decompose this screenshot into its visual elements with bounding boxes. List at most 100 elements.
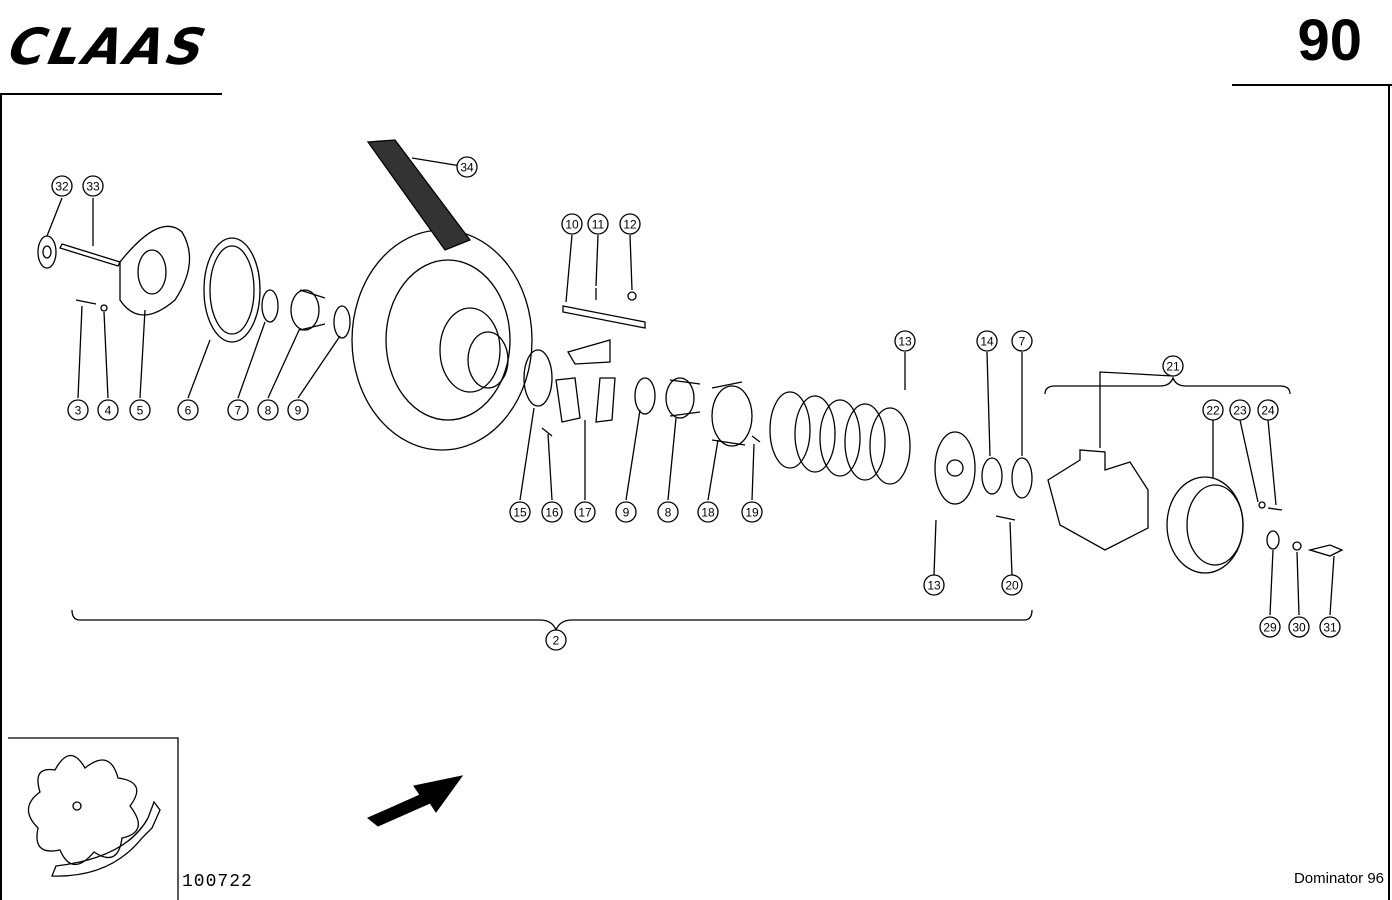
- callout-circle: [1202, 399, 1224, 421]
- callout-label: 13: [898, 335, 912, 349]
- callout-circle: [976, 330, 998, 352]
- callout-8: 8: [657, 501, 679, 523]
- part-24-screw: [1267, 507, 1283, 511]
- callout-12: 12: [619, 213, 641, 235]
- part-32-washer: [37, 235, 57, 269]
- callout-circle: [1319, 616, 1341, 638]
- callout-22: 22: [1202, 399, 1224, 421]
- callout-circle: [619, 213, 641, 235]
- part-7-oring-rear: [1011, 457, 1033, 499]
- callout-18: 18: [697, 501, 719, 523]
- callout-label: 9: [623, 506, 630, 520]
- callout-32: 32: [51, 175, 73, 197]
- callout-24: 24: [1257, 399, 1279, 421]
- callout-label: 8: [665, 506, 672, 520]
- callout-17: 17: [574, 501, 596, 523]
- callout-label: 20: [1005, 579, 1019, 593]
- callout-21: 21: [1162, 355, 1184, 377]
- callout-circle: [227, 399, 249, 421]
- callout-label: 34: [460, 161, 474, 175]
- callout-4: 4: [97, 399, 119, 421]
- callout-5: 5: [129, 399, 151, 421]
- part-7-oring: [261, 289, 279, 323]
- callout-label: 16: [545, 506, 559, 520]
- callout-label: 7: [235, 404, 242, 418]
- callout-20: 20: [1001, 574, 1023, 596]
- drawing-number: 100722: [182, 872, 253, 892]
- callout-circle: [257, 399, 279, 421]
- callout-13: 13: [923, 574, 945, 596]
- variator-spring: [769, 391, 911, 485]
- callout-29: 29: [1259, 616, 1281, 638]
- callout-circle: [923, 574, 945, 596]
- callout-3: 3: [67, 399, 89, 421]
- callout-circle: [587, 213, 609, 235]
- callout-8: 8: [257, 399, 279, 421]
- part-6-ring: [203, 237, 261, 343]
- callout-9: 9: [615, 501, 637, 523]
- callout-7: 7: [227, 399, 249, 421]
- part-33-rod: [59, 243, 121, 267]
- callout-circle: [1229, 399, 1251, 421]
- part-5-plate: [119, 225, 191, 316]
- part-30-washer: [1292, 541, 1302, 551]
- callout-circle: [1162, 355, 1184, 377]
- variator-pulley: [351, 229, 533, 451]
- callout-label: 21: [1166, 360, 1180, 374]
- inset-overview: [8, 737, 179, 900]
- part-14-oring: [981, 457, 1003, 495]
- callout-label: 9: [295, 404, 302, 418]
- callout-7: 7: [1011, 330, 1033, 352]
- callout-label: 11: [592, 218, 605, 232]
- callout-34: 34: [456, 156, 478, 178]
- callout-label: 6: [185, 404, 192, 418]
- hub-disc: [934, 431, 976, 505]
- callout-label: 7: [1019, 335, 1026, 349]
- callout-circle: [1001, 574, 1023, 596]
- callout-label: 31: [1323, 621, 1337, 635]
- frame-left: [0, 95, 2, 900]
- callout-circle: [287, 399, 309, 421]
- callout-circle: [97, 399, 119, 421]
- star-wheel-shape: [27, 754, 139, 866]
- callout-30: 30: [1288, 616, 1310, 638]
- part-10-key: [562, 305, 646, 329]
- callout-circle: [456, 156, 478, 178]
- callout-circle: [541, 501, 563, 523]
- part-9-clip: [333, 305, 351, 339]
- part-12-nipple: [627, 291, 637, 301]
- part-23-washer: [1258, 501, 1266, 509]
- page-number: 90: [1297, 8, 1362, 73]
- part-20-screw: [995, 515, 1016, 521]
- header-rule-left: [0, 93, 222, 95]
- callout-15: 15: [509, 501, 531, 523]
- callout-circle: [657, 501, 679, 523]
- callout-circle: [574, 501, 596, 523]
- callout-label: 12: [623, 218, 637, 232]
- callout-label: 19: [745, 506, 759, 520]
- callout-circle: [545, 629, 567, 651]
- callout-circle: [51, 175, 73, 197]
- callout-33: 33: [82, 175, 104, 197]
- part-8-bushing: [290, 289, 320, 331]
- part-18-sleeve: [711, 385, 753, 447]
- callout-circle: [177, 399, 199, 421]
- callout-label: 2: [553, 634, 560, 648]
- callout-10: 10: [561, 213, 583, 235]
- leader-lines: [46, 157, 1335, 616]
- part-4-washer: [100, 304, 108, 312]
- callout-label: 8: [265, 404, 272, 418]
- part-19-screw: [751, 435, 761, 443]
- part-31-bolt: [1307, 544, 1344, 557]
- callout-label: 23: [1233, 404, 1247, 418]
- callout-16: 16: [541, 501, 563, 523]
- callout-13: 13: [894, 330, 916, 352]
- callout-circle: [894, 330, 916, 352]
- callout-circle: [67, 399, 89, 421]
- callout-circle: [1257, 399, 1279, 421]
- machine-label: Dominator 96: [1293, 870, 1384, 887]
- callout-circle: [1011, 330, 1033, 352]
